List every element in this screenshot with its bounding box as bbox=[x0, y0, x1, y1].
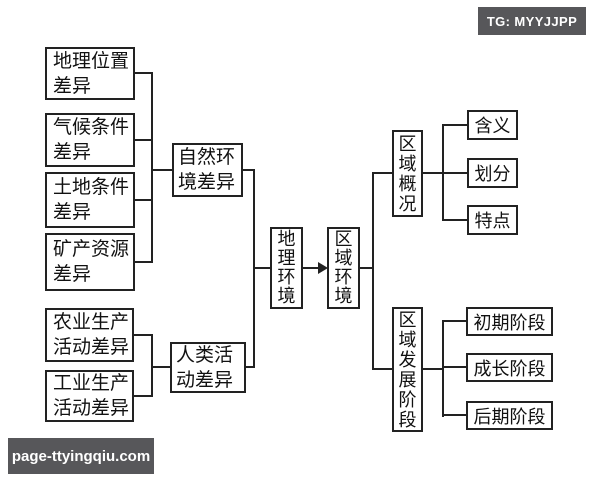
edge-land-natural bbox=[135, 199, 153, 201]
node-initial-stage: 初期阶段 bbox=[466, 307, 553, 336]
node-label: 地 理 环 境 bbox=[277, 229, 296, 306]
trunk-devstages bbox=[442, 320, 444, 417]
node-label: 含义 bbox=[474, 116, 511, 136]
edge-overview-meaning bbox=[442, 124, 467, 126]
edge-regional-devstages bbox=[372, 368, 392, 370]
node-diff-industry: 工业生产 活动差异 bbox=[45, 370, 134, 422]
node-label: 自然环 境差异 bbox=[178, 147, 236, 193]
node-diff-land: 土地条件 差异 bbox=[45, 172, 135, 228]
node-human-activity-diff: 人类活 动差异 bbox=[170, 342, 246, 393]
edge-natural-geo bbox=[243, 169, 255, 171]
edge-devstages-late bbox=[442, 414, 467, 416]
edge-geo-regional bbox=[303, 267, 320, 269]
node-label: 成长阶段 bbox=[473, 358, 546, 379]
node-label: 区 域 发 展 阶 段 bbox=[398, 309, 417, 430]
node-label: 划分 bbox=[474, 164, 511, 184]
node-label: 农业生产 活动差异 bbox=[53, 312, 130, 358]
node-label: 地理位置 差异 bbox=[53, 50, 130, 97]
edge-trunk-human-box bbox=[151, 366, 170, 368]
node-geo-env: 地 理 环 境 bbox=[270, 227, 303, 309]
tg-watermark-badge: TG: MYYJJPP bbox=[478, 7, 586, 35]
node-label: 气候条件 差异 bbox=[53, 117, 130, 163]
node-meaning: 含义 bbox=[467, 110, 518, 140]
node-label: 区 域 概 况 bbox=[398, 133, 417, 214]
node-features: 特点 bbox=[467, 205, 518, 235]
node-diff-climate: 气候条件 差异 bbox=[45, 113, 135, 167]
edge-trunk-geo-box bbox=[253, 267, 270, 269]
trunk-human bbox=[151, 334, 153, 397]
edge-climate-natural bbox=[135, 139, 153, 141]
edge-location-natural bbox=[135, 72, 153, 74]
edge-overview-division bbox=[442, 172, 467, 174]
edge-agriculture-human bbox=[134, 334, 153, 336]
node-division: 划分 bbox=[467, 158, 518, 188]
trunk-natural bbox=[151, 72, 153, 263]
site-watermark-text: page-ttyingqiu.com bbox=[11, 447, 151, 465]
node-label: 初期阶段 bbox=[473, 312, 546, 333]
node-diff-minerals: 矿产资源 差异 bbox=[45, 233, 135, 291]
node-regional-overview: 区 域 概 况 bbox=[392, 130, 423, 217]
edge-overview-trunk bbox=[423, 172, 444, 174]
edge-devstages-initial bbox=[442, 320, 467, 322]
edge-trunk-natural-box bbox=[151, 169, 172, 171]
node-label: 特点 bbox=[474, 211, 511, 231]
edge-regional-trunk bbox=[358, 267, 374, 269]
edge-industry-human bbox=[134, 395, 153, 397]
node-growth-stage: 成长阶段 bbox=[466, 353, 553, 382]
node-label: 人类活 动差异 bbox=[176, 344, 234, 391]
site-watermark-badge: page-ttyingqiu.com bbox=[8, 438, 154, 474]
edge-regional-overview bbox=[372, 172, 392, 174]
node-regional-env: 区 域 环 境 bbox=[327, 227, 360, 309]
node-late-stage: 后期阶段 bbox=[466, 401, 553, 430]
node-label: 矿产资源 差异 bbox=[53, 239, 130, 285]
arrowhead-icon bbox=[318, 262, 328, 274]
edge-minerals-natural bbox=[135, 261, 153, 263]
node-diff-agriculture: 农业生产 活动差异 bbox=[45, 308, 134, 362]
node-label: 工业生产 活动差异 bbox=[53, 373, 130, 419]
node-diff-location: 地理位置 差异 bbox=[45, 47, 135, 100]
edge-devstages-growth bbox=[442, 366, 467, 368]
edge-overview-features bbox=[442, 219, 467, 221]
node-regional-dev-stages: 区 域 发 展 阶 段 bbox=[392, 307, 423, 432]
node-label: 区 域 环 境 bbox=[334, 229, 353, 306]
node-label: 后期阶段 bbox=[473, 406, 546, 427]
node-natural-env-diff: 自然环 境差异 bbox=[172, 143, 243, 197]
tg-watermark-text: TG: MYYJJPP bbox=[486, 13, 578, 29]
edge-devstages-trunk bbox=[423, 368, 444, 370]
node-label: 土地条件 差异 bbox=[53, 177, 130, 223]
trunk-regional bbox=[372, 172, 374, 370]
edge-human-geo bbox=[246, 366, 255, 368]
